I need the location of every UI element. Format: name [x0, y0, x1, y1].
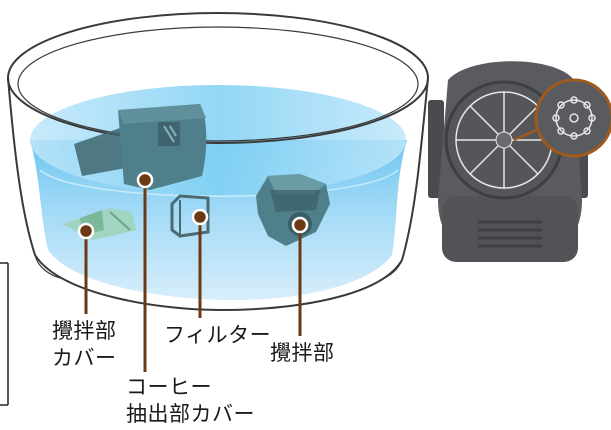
leader-lines [77, 171, 309, 372]
label-stirrer-cover-line1: 攪拌部 [52, 319, 117, 343]
label-stirrer-cover-line2: カバー [52, 346, 117, 370]
label-stirrer-text: 攪拌部 [270, 341, 335, 365]
magnifier-circle [534, 78, 611, 158]
stirrer-part [256, 174, 330, 246]
bowl-wall [7, 77, 429, 312]
label-filter-text: フィルター [164, 323, 272, 347]
coffee-extraction-cover-part [74, 104, 207, 190]
label-stirrer-cover: 攪拌部 カバー [52, 318, 117, 372]
label-filter: フィルター [164, 322, 271, 349]
edge-bracket [0, 262, 9, 406]
filter-part [170, 194, 210, 238]
label-coffee-cover: コーヒー 抽出部カバー [126, 374, 255, 428]
water-bowl [7, 12, 429, 312]
label-stirrer: 攪拌部 [270, 340, 335, 367]
label-coffee-cover-line1: コーヒー [126, 375, 212, 399]
label-coffee-cover-line2: 抽出部カバー [126, 402, 255, 426]
coffee-maker-device [428, 61, 611, 262]
